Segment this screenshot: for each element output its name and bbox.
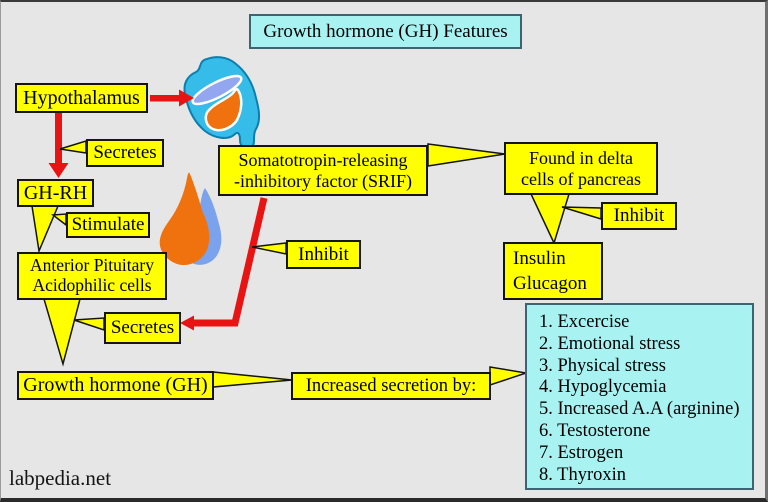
srif-line1: Somatotropin-releasing <box>238 150 408 171</box>
label-secretes-top: Secretes <box>86 139 164 167</box>
list-item: 6. Testosterone <box>539 420 651 441</box>
callout-tail-secretes-bottom <box>73 317 105 332</box>
found-delta-line2: cells of pancreas <box>521 168 641 189</box>
list-item: 1. Excercise <box>539 312 630 332</box>
brain-icon <box>183 56 260 150</box>
callout-tail-gh-to-increased <box>212 371 293 388</box>
list-item: 7. Estrogen <box>539 442 624 463</box>
arrow-hypothalamus-to-ghrh <box>48 113 69 178</box>
node-srif: Somatotropin-releasing -inhibitory facto… <box>218 145 428 196</box>
label-inhibit-right: Inhibit <box>601 202 677 230</box>
node-hypothalamus: Hypothalamus <box>15 83 148 113</box>
increased-secretion-list: 1. Excercise 2. Emotional stress 3. Phys… <box>525 303 754 490</box>
diagram-title: Growth hormone (GH) Features <box>249 14 522 49</box>
brain-nucleus-icon <box>204 87 243 132</box>
arrow-hypothalamus-to-brain <box>150 89 194 107</box>
anterior-pituitary-line1: Anterior Pituitary <box>30 255 154 276</box>
label-inhibit-middle: Inhibit <box>286 240 361 269</box>
callout-tail-inhibit-mid <box>251 242 287 255</box>
list-item: 3. Physical stress <box>539 355 666 376</box>
arrow-srif-to-secretes-head <box>180 315 194 331</box>
arrow-srif-to-secretes-line <box>193 197 268 327</box>
list-item: 5. Increased A.A (arginine) <box>539 399 740 420</box>
callout-tail-found-to-insulin <box>529 193 571 246</box>
label-secretes-bottom: Secretes <box>104 312 181 344</box>
callout-tail-secretes-top <box>59 139 87 154</box>
callout-tail-ghrh <box>31 205 60 254</box>
node-anterior-pituitary: Anterior Pituitary Acidophilic cells <box>17 252 167 300</box>
node-growth-hormone: Growth hormone (GH) <box>17 371 214 400</box>
callout-tail-inhibit-right <box>561 206 602 221</box>
list-item: 2. Emotional stress <box>539 333 681 354</box>
pituitary-gland-icon <box>159 172 222 266</box>
glucagon-label: Glucagon <box>513 272 587 294</box>
node-ghrh: GH-RH <box>17 179 94 207</box>
watermark-labpedia: labpedia.net <box>9 466 112 490</box>
insulin-label: Insulin <box>513 247 566 269</box>
label-increased-secretion-by: Increased secretion by: <box>291 372 491 400</box>
hypothalamus-region-icon <box>191 74 243 106</box>
list-item: 8. Thyroxin <box>539 464 627 485</box>
callout-tail-anterior-pituitary <box>42 298 81 367</box>
found-delta-line1: Found in delta <box>529 148 633 169</box>
callout-tail-srif-to-found <box>427 143 506 167</box>
pituitary-anterior-lobe <box>159 172 210 266</box>
label-stimulate: Stimulate <box>66 212 150 238</box>
callout-tail-stimulate <box>50 213 67 227</box>
node-insulin-glucagon: Insulin Glucagon <box>503 242 603 300</box>
callout-tail-increased-to-list <box>489 366 527 387</box>
srif-line2: -inhibitory factor (SRIF) <box>234 170 412 191</box>
anterior-pituitary-line2: Acidophilic cells <box>32 275 152 295</box>
list-item: 4. Hypoglycemia <box>539 377 667 398</box>
node-found-in-delta-cells: Found in delta cells of pancreas <box>504 142 658 195</box>
